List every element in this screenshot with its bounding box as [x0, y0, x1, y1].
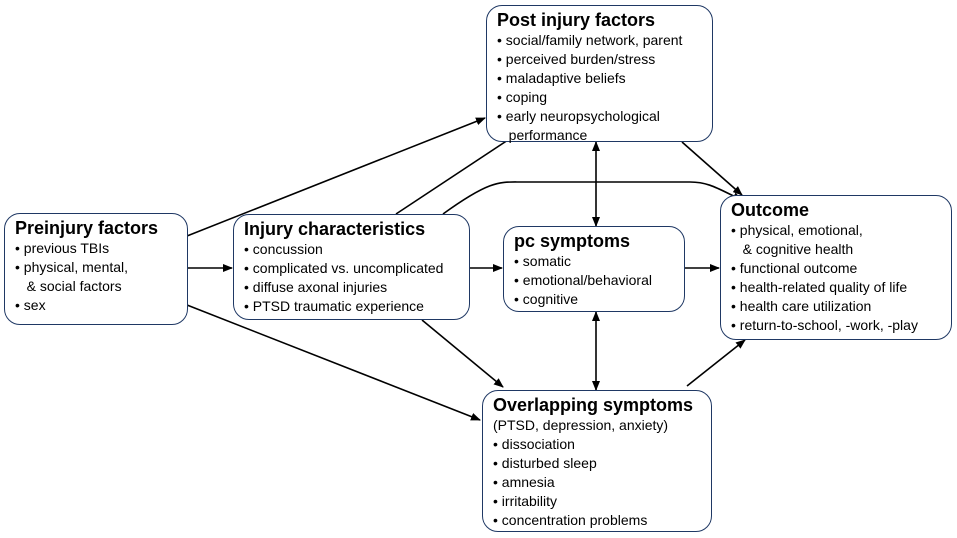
arrow-overlap-to-outcome [686, 339, 746, 387]
list-item: • sex [15, 297, 46, 313]
injury-characteristics-box: Injury characteristics • concussion • co… [233, 214, 470, 320]
post-injury-factors-box: Post injury factors • social/family netw… [486, 5, 713, 145]
list-item: • disturbed sleep [493, 455, 597, 471]
injury-characteristics-title: Injury characteristics [244, 219, 426, 239]
post-injury-factors-title: Post injury factors [497, 10, 656, 30]
pc-symptoms-title: pc symptoms [514, 231, 631, 251]
overlapping-symptoms-box: Overlapping symptoms (PTSD, depression, … [482, 390, 712, 532]
outcome-box: Outcome • physical, emotional, & cogniti… [720, 195, 952, 340]
pc-symptoms-list: • somatic • emotional/behavioral • cogni… [514, 252, 676, 309]
preinjury-factors-title: Preinjury factors [15, 218, 159, 238]
list-item: • previous TBIs [15, 240, 110, 256]
list-item: • coping [497, 89, 548, 105]
list-item: • perceived burden/stress [497, 51, 656, 67]
pc-symptoms-box: pc symptoms • somatic • emotional/behavi… [503, 226, 685, 312]
list-item: • health-related quality of life [731, 279, 908, 295]
injury-characteristics-list: • concussion • complicated vs. uncomplic… [244, 240, 461, 316]
overlapping-symptoms-title: Overlapping symptoms [493, 395, 694, 415]
overlapping-symptoms-subtitle: (PTSD, depression, anxiety) [493, 417, 669, 433]
list-item: • early neuropsychological performance [497, 108, 660, 143]
list-item: • amnesia [493, 474, 555, 490]
arrow-post-to-outcome [681, 141, 743, 196]
preinjury-factors-box: Preinjury factors • previous TBIs • phys… [4, 213, 188, 325]
list-item: • social/family network, parent [497, 32, 683, 48]
list-item: • emotional/behavioral [514, 272, 652, 288]
overlapping-symptoms-list: • dissociation • disturbed sleep • amnes… [493, 435, 703, 530]
arrow-injury-to-overlap [421, 319, 504, 388]
list-item: • cognitive [514, 291, 579, 307]
list-item: • maladaptive beliefs [497, 70, 626, 86]
list-item: • concentration problems [493, 512, 648, 528]
list-item: • concussion [244, 241, 323, 257]
list-item: • physical, emotional, & cognitive healt… [731, 222, 863, 257]
list-item: • diffuse axonal injuries [244, 279, 388, 295]
list-item: • somatic [514, 253, 572, 269]
outcome-title: Outcome [731, 200, 810, 220]
list-item: • PTSD traumatic experience [244, 298, 424, 314]
list-item: • return-to-school, -work, -play [731, 317, 918, 333]
list-item: • irritability [493, 493, 558, 509]
list-item: • complicated vs. uncomplicated [244, 260, 444, 276]
list-item: • dissociation [493, 436, 575, 452]
arrow-injury-to-post [395, 131, 521, 215]
arrow-preinjury-to-post [186, 117, 486, 237]
arrow-injury-to-outcome [442, 181, 743, 215]
list-item: • health care utilization [731, 298, 872, 314]
list-item: • functional outcome [731, 260, 858, 276]
post-injury-factors-list: • social/family network, parent • percei… [497, 31, 704, 145]
outcome-list: • physical, emotional, & cognitive healt… [731, 221, 943, 335]
preinjury-factors-list: • previous TBIs • physical, mental, & so… [15, 239, 179, 315]
list-item: • physical, mental, & social factors [15, 259, 129, 294]
arrow-preinjury-to-overlap [186, 304, 481, 421]
